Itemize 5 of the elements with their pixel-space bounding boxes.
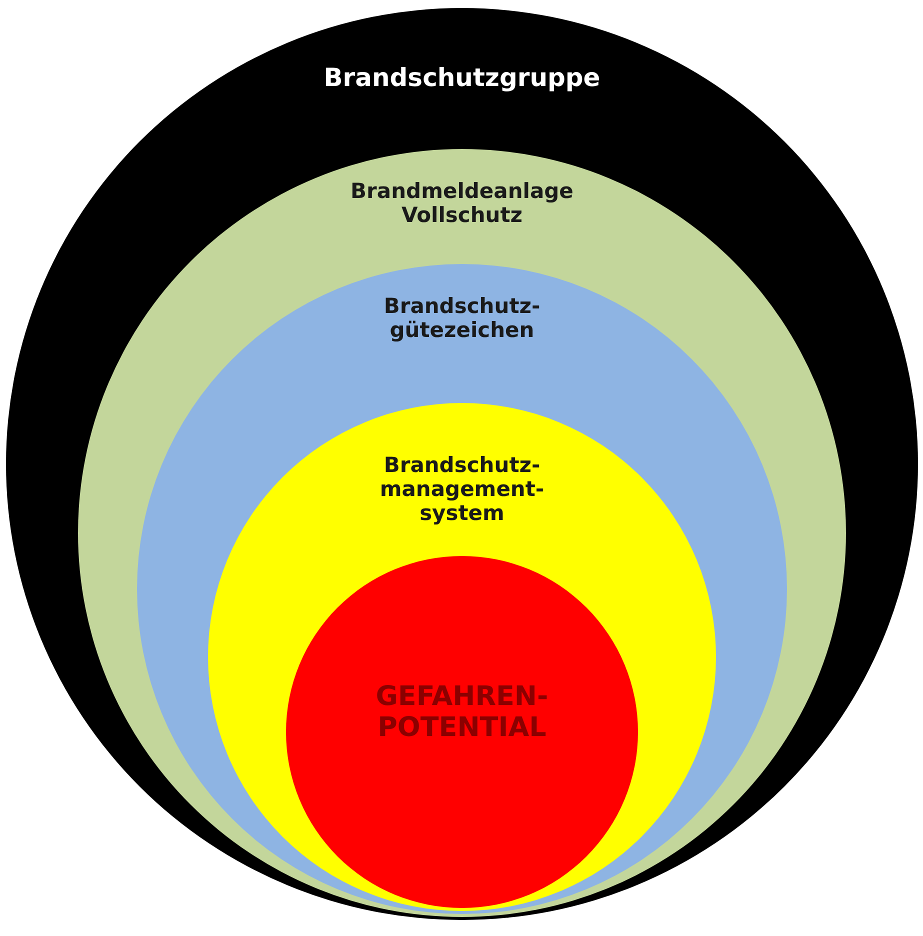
circle-label: Brandschutz- management- system (378, 453, 546, 525)
circle-label: Brandmeldeanlage Vollschutz (350, 179, 574, 227)
circle-label: GEFAHREN- POTENTIAL (374, 681, 550, 743)
circle-label: Brandschutz- gütezeichen (382, 294, 542, 342)
circle-label: Brandschutzgruppe (322, 63, 602, 92)
